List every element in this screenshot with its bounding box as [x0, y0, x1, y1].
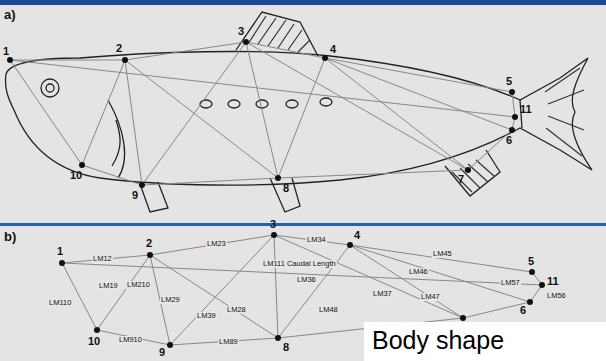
fish-outline [5, 12, 592, 212]
panel-letter: a) [4, 8, 16, 21]
landmark-number: 9 [132, 190, 138, 201]
distance-label: LM36 [296, 276, 317, 284]
landmark-number: 2 [146, 238, 152, 249]
distance-label: LM48 [318, 306, 339, 314]
landmark-number: 8 [283, 183, 289, 194]
landmark-number: 2 [116, 43, 122, 54]
landmark-number: 5 [506, 76, 512, 87]
distance-label: LM19 [98, 282, 119, 290]
distance-label: LM29 [160, 296, 181, 304]
panel-b [0, 226, 606, 361]
landmark-number: 10 [88, 336, 100, 347]
distance-label: LM210 [126, 281, 151, 289]
distance-label: LM46 [408, 268, 429, 276]
distance-label: LM89 [218, 338, 239, 346]
landmark-number: 3 [238, 26, 244, 37]
landmark-number: 1 [3, 46, 9, 57]
distance-label: LM111 Caudal Length [262, 260, 337, 268]
landmark-number: 11 [520, 104, 532, 115]
landmark-network-a [10, 42, 515, 185]
distance-label: LM34 [306, 236, 327, 244]
distance-label: LM47 [420, 293, 441, 301]
landmark-number: 10 [70, 170, 82, 181]
landmark-number: 6 [520, 305, 526, 316]
landmark-number: 5 [528, 256, 534, 267]
fin-rays [248, 16, 584, 192]
distance-label: LM110 [48, 299, 72, 307]
title-box: Body shape [364, 322, 606, 361]
distance-label: LM39 [196, 312, 217, 320]
landmark-number: 7 [458, 174, 464, 185]
distance-label: LM23 [206, 240, 227, 248]
distance-label: LM37 [372, 290, 393, 298]
landmark-number: 4 [354, 230, 360, 241]
landmark-number: 4 [330, 44, 336, 55]
landmark-number: 11 [547, 276, 559, 287]
landmark-number: 8 [283, 342, 289, 353]
panel-a [0, 5, 606, 223]
landmark-number: 9 [159, 347, 165, 358]
distance-label: LM56 [546, 292, 567, 300]
landmark-number: 1 [57, 246, 63, 257]
landmark-stars [7, 39, 545, 348]
title-text: Body shape [372, 328, 504, 353]
distance-label: LM910 [118, 336, 143, 344]
distance-label: LM45 [432, 250, 453, 258]
panel-letter: b) [4, 230, 16, 243]
distance-label: LM57 [500, 279, 521, 287]
landmark-number: 6 [506, 135, 512, 146]
distance-label: LM28 [226, 306, 247, 314]
landmark-number: 3 [270, 219, 276, 230]
distance-label: LM12 [92, 255, 113, 263]
